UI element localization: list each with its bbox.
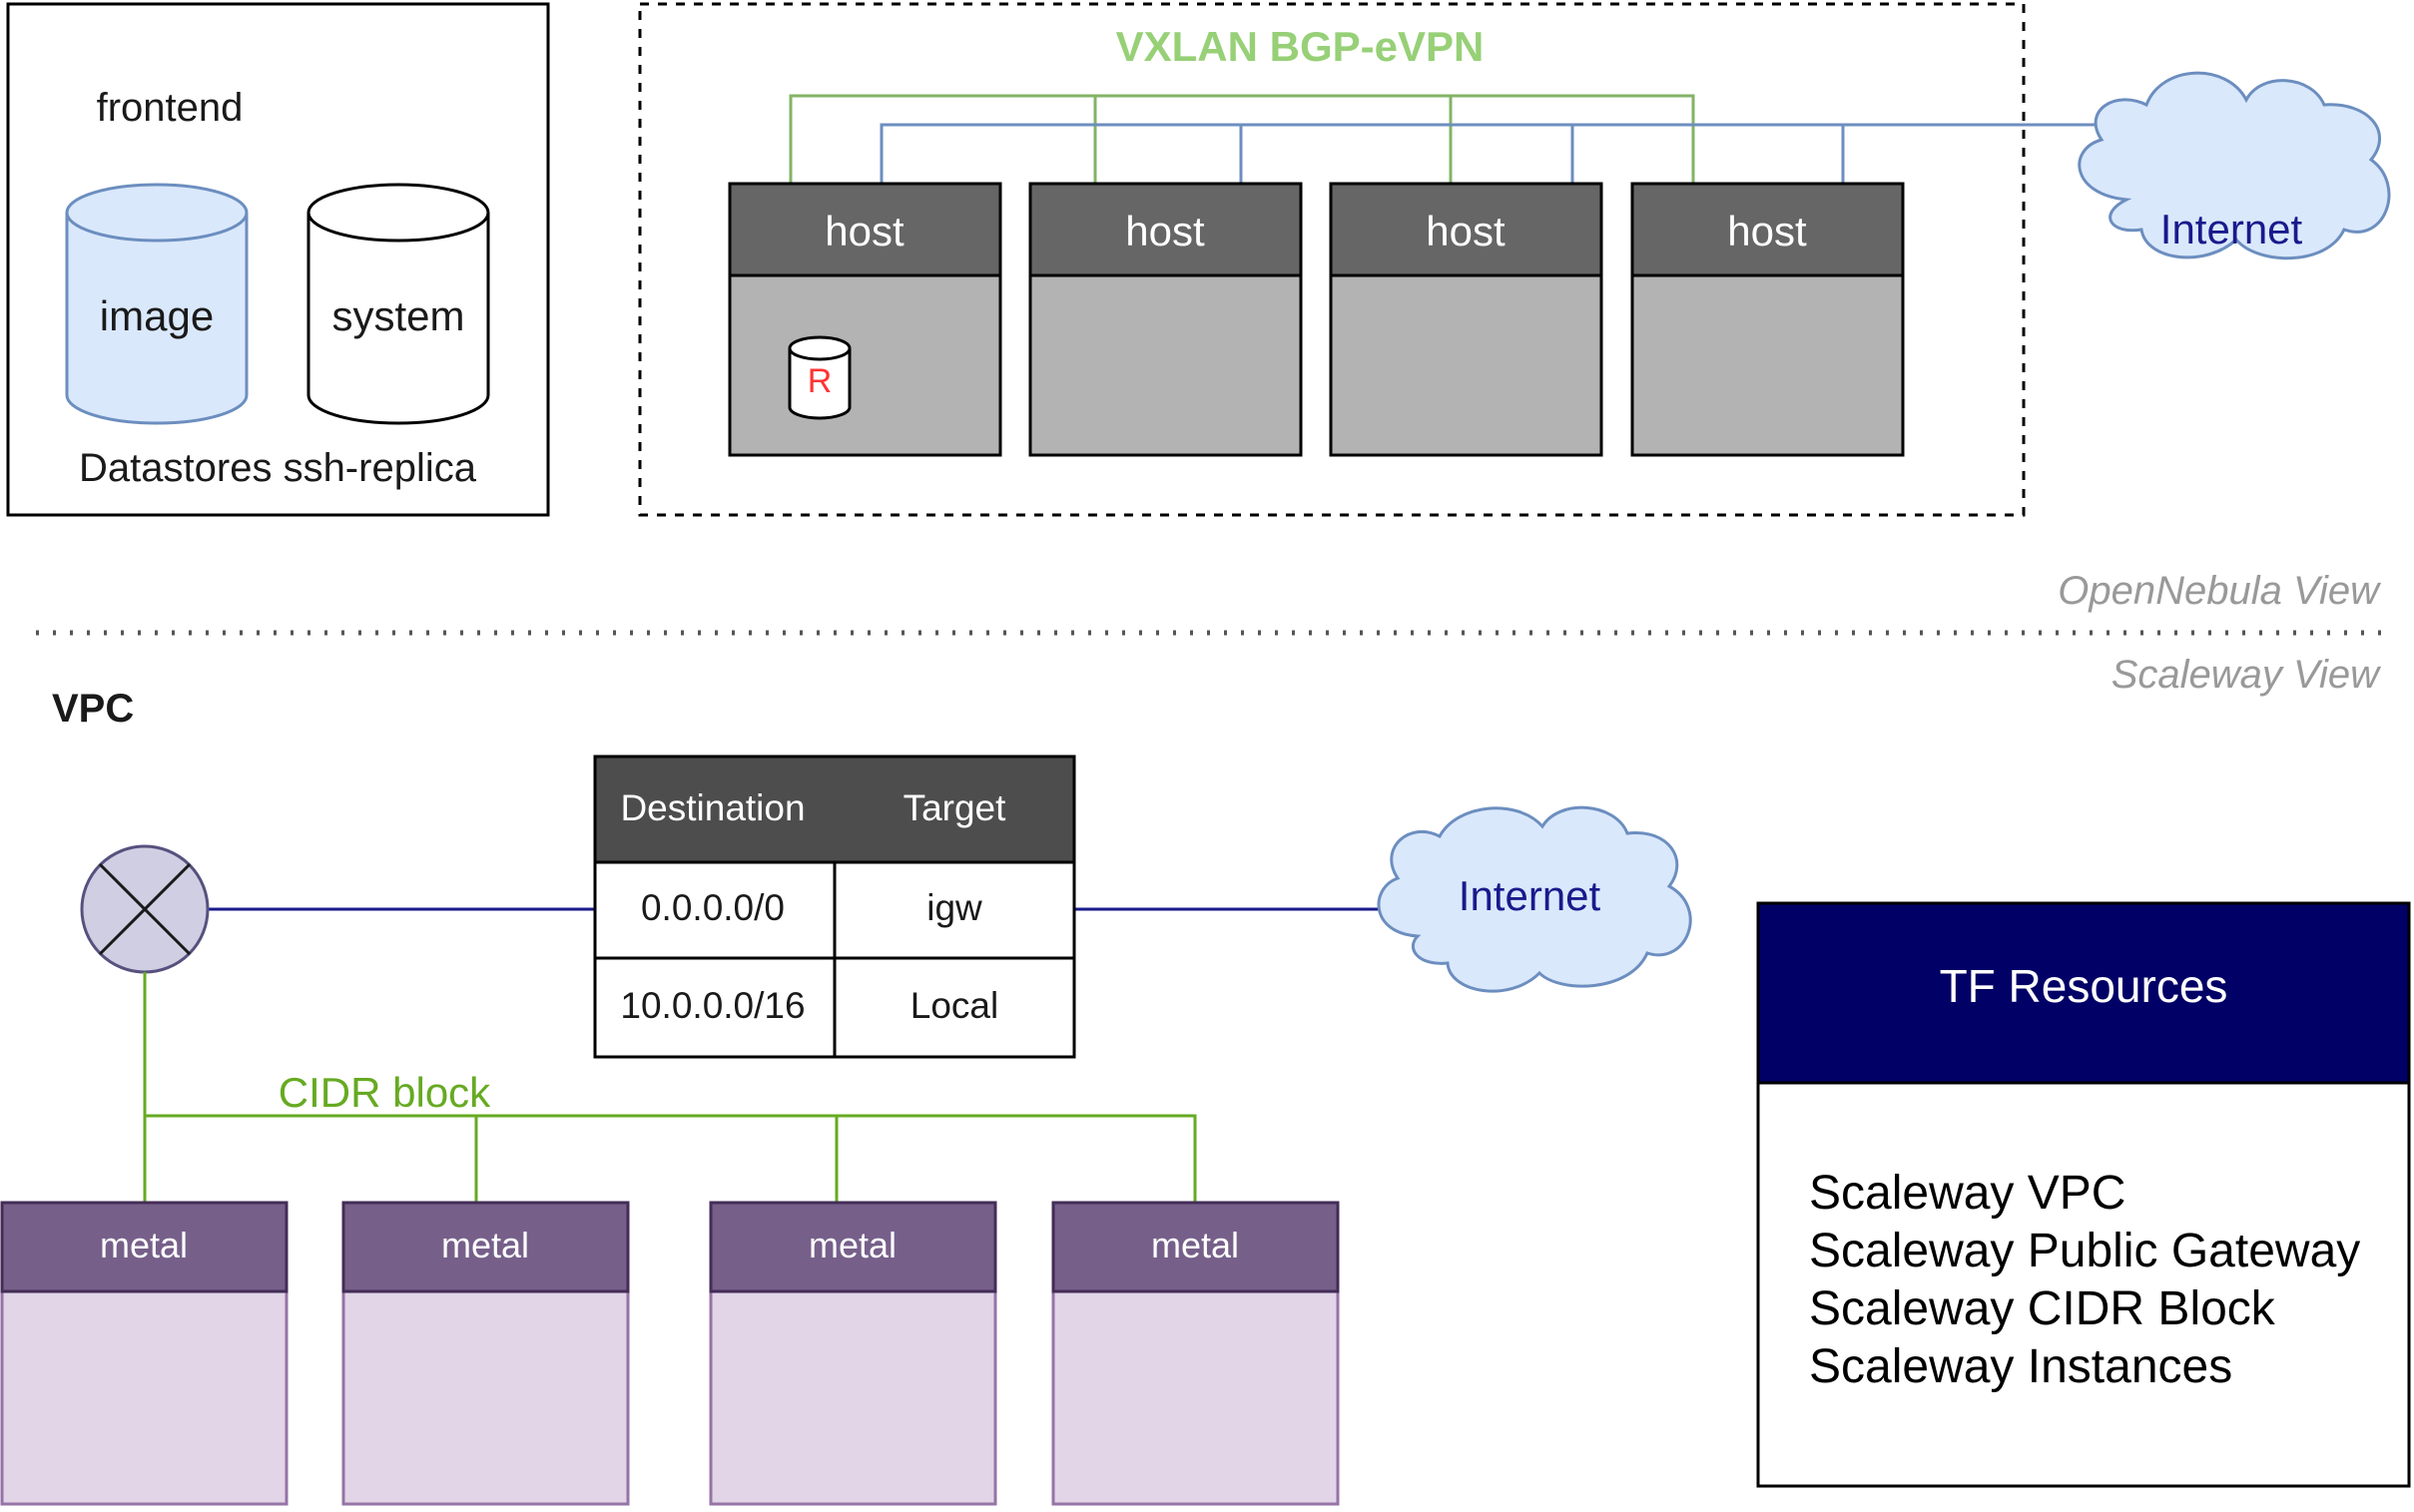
public-bus	[880, 123, 2166, 189]
vpc-label: VPC	[52, 687, 134, 731]
host-label: host	[1727, 208, 1807, 254]
tf-resources-title: TF Resources	[1940, 960, 2228, 1012]
frontend-panel: frontend image system Datastores ssh-rep…	[6, 2, 550, 517]
route-table-cell: 0.0.0.0/0	[641, 887, 785, 928]
route-table-header: Target	[904, 787, 1007, 828]
tf-resource-item: Scaleway VPC	[1809, 1167, 2125, 1220]
cluster-panel: VXLAN BGP-eVPN host R	[638, 2, 2166, 517]
tf-resource-item: Scaleway Public Gateway	[1809, 1225, 2360, 1277]
image-datastore-label: image	[100, 292, 214, 339]
metal-node: metal	[0, 1201, 289, 1506]
cidr-block-label: CIDR block	[279, 1069, 491, 1116]
scaleway-view-label: Scaleway View	[2112, 653, 2382, 697]
vxlan-bus	[789, 94, 1695, 189]
datastores-label: Datastores ssh-replica	[79, 446, 477, 490]
replica-cache-icon: R	[788, 335, 852, 420]
image-datastore-icon: image	[65, 183, 249, 425]
tf-resources-panel: TF Resources Scaleway VPC Scaleway Publi…	[1756, 901, 2411, 1488]
router-icon	[80, 844, 210, 974]
host-node: host R	[728, 182, 1002, 457]
route-table-cell: 10.0.0.0/16	[620, 985, 805, 1026]
opennebula-view-label: OpenNebula View	[2058, 569, 2382, 613]
tf-resource-item: Scaleway CIDR Block	[1809, 1282, 2276, 1335]
tf-resource-item: Scaleway Instances	[1809, 1340, 2232, 1393]
host-label: host	[1125, 208, 1205, 254]
frontend-title: frontend	[97, 86, 244, 130]
host-node: host	[1028, 182, 1303, 457]
metal-label: metal	[809, 1225, 897, 1265]
route-table-header: Destination	[620, 787, 805, 828]
metal-label: metal	[1151, 1225, 1239, 1265]
internet-cloud-icon: Internet	[1377, 805, 1692, 993]
route-table-cell: Local	[910, 985, 998, 1026]
route-table: Destination Target 0.0.0.0/0 igw 10.0.0.…	[593, 755, 1076, 1059]
system-datastore-label: system	[331, 292, 464, 339]
metal-label: metal	[100, 1225, 188, 1265]
metal-node: metal	[1051, 1201, 1340, 1506]
host-node: host	[1329, 182, 1603, 457]
system-datastore-icon: system	[306, 183, 490, 425]
replica-label: R	[808, 362, 833, 400]
host-node: host	[1630, 182, 1905, 457]
route-table-cell: igw	[926, 887, 982, 928]
host-label: host	[825, 208, 905, 254]
internet-cloud-icon: Internet	[2078, 71, 2391, 260]
metal-label: metal	[441, 1225, 529, 1265]
vxlan-network-label: VXLAN BGP-eVPN	[1116, 23, 1485, 70]
internet-label: Internet	[2160, 206, 2303, 252]
internet-label: Internet	[1459, 872, 1601, 919]
metal-node: metal	[709, 1201, 997, 1506]
host-label: host	[1426, 208, 1506, 254]
metal-node: metal	[341, 1201, 630, 1506]
cidr-bus	[143, 972, 1197, 1203]
